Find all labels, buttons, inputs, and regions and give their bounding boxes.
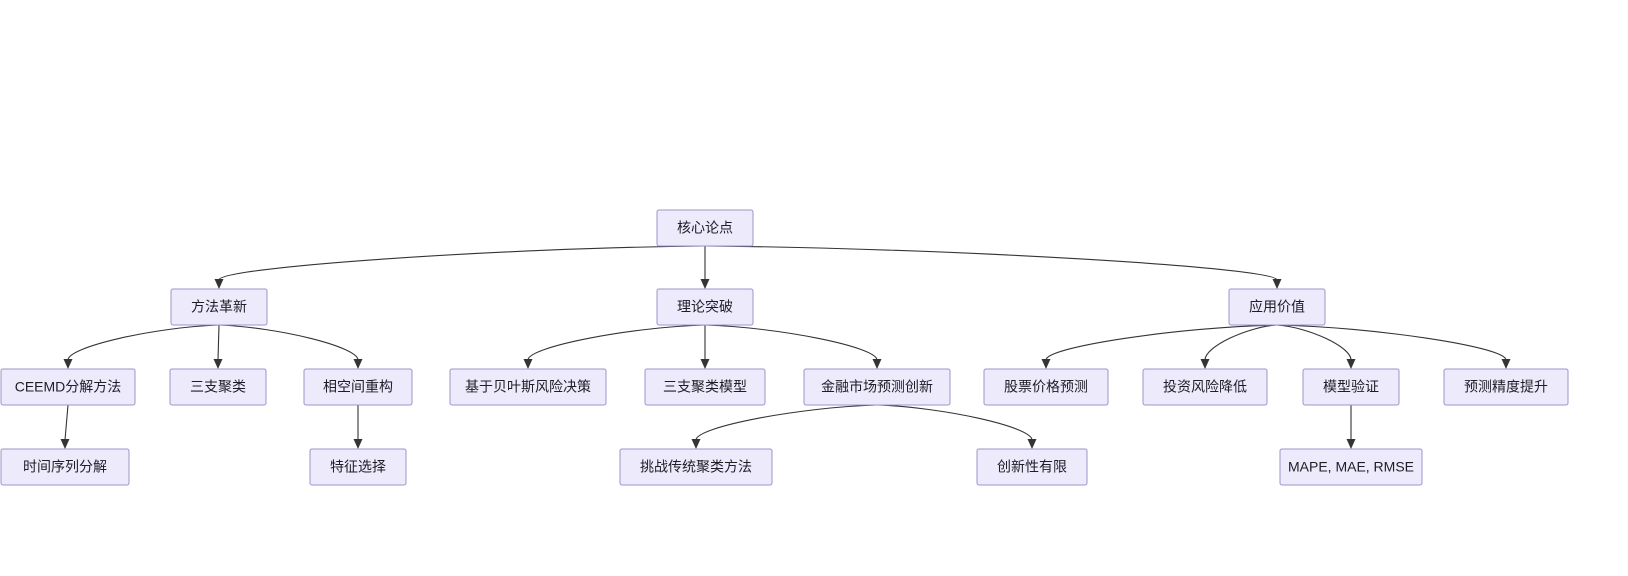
flow-node-method[interactable]: 方法革新: [170, 288, 268, 326]
node-box[interactable]: [1443, 368, 1569, 406]
node-label: 挑战传统聚类方法: [640, 459, 752, 475]
flow-node-core[interactable]: 核心论点: [656, 209, 754, 247]
node-box[interactable]: [170, 288, 268, 326]
flow-edge: [213, 324, 223, 369]
edge-arrowhead: [353, 439, 363, 449]
flow-edge: [214, 245, 706, 289]
edge-arrowhead: [1346, 359, 1356, 369]
node-label: 理论突破: [677, 299, 733, 315]
node-box[interactable]: [309, 448, 407, 486]
flow-node-threecl[interactable]: 三支聚类: [169, 368, 267, 406]
node-box[interactable]: [0, 448, 130, 486]
node-box[interactable]: [1302, 368, 1400, 406]
flow-node-bayes[interactable]: 基于贝叶斯风险决策: [449, 368, 607, 406]
edge-arrowhead: [214, 279, 224, 289]
edge-arrowhead: [1200, 359, 1210, 369]
node-label: 模型验证: [1323, 379, 1379, 395]
edge-arrowhead: [691, 439, 701, 449]
flow-edge: [218, 324, 363, 369]
flow-node-acc[interactable]: 预测精度提升: [1443, 368, 1569, 406]
flow-node-phase[interactable]: 相空间重构: [303, 368, 413, 406]
node-label: 时间序列分解: [23, 459, 107, 475]
node-label: 创新性有限: [997, 459, 1067, 475]
node-box[interactable]: [644, 368, 766, 406]
flow-node-limited[interactable]: 创新性有限: [976, 448, 1088, 486]
edge-arrowhead: [523, 359, 533, 369]
node-label: 三支聚类: [190, 379, 246, 395]
node-box[interactable]: [1142, 368, 1268, 406]
node-box[interactable]: [656, 288, 754, 326]
edge-arrowhead: [1027, 439, 1037, 449]
edge-arrowhead: [872, 359, 882, 369]
node-box[interactable]: [303, 368, 413, 406]
node-label: 金融市场预测创新: [821, 379, 933, 395]
node-box[interactable]: [1228, 288, 1326, 326]
flow-edge: [1276, 324, 1356, 369]
flow-edge: [1200, 324, 1278, 369]
flow-edge: [704, 245, 1282, 289]
edge-arrowhead: [60, 439, 70, 449]
node-box[interactable]: [169, 368, 267, 406]
flow-node-tsd[interactable]: 时间序列分解: [0, 448, 130, 486]
node-box[interactable]: [0, 368, 136, 406]
edge-arrowhead: [1041, 359, 1051, 369]
flow-edge: [1346, 405, 1356, 449]
node-box[interactable]: [619, 448, 773, 486]
flow-node-threemodel[interactable]: 三支聚类模型: [644, 368, 766, 406]
node-box[interactable]: [983, 368, 1109, 406]
node-label: 基于贝叶斯风险决策: [465, 379, 591, 395]
edge-arrowhead: [700, 279, 710, 289]
node-box[interactable]: [976, 448, 1088, 486]
flow-node-featsel[interactable]: 特征选择: [309, 448, 407, 486]
node-label: CEEMD分解方法: [15, 379, 122, 395]
edge-arrowhead: [700, 359, 710, 369]
node-label: 核心论点: [677, 220, 733, 236]
edge-arrowhead: [213, 359, 223, 369]
flow-edge: [353, 405, 363, 449]
flow-edge: [63, 324, 220, 369]
edge-arrowhead: [1272, 279, 1282, 289]
flow-edge: [876, 404, 1037, 449]
flow-node-valid[interactable]: 模型验证: [1302, 368, 1400, 406]
flow-node-stock[interactable]: 股票价格预测: [983, 368, 1109, 406]
edge-arrowhead: [353, 359, 363, 369]
flow-edge: [700, 325, 710, 369]
node-label: 预测精度提升: [1464, 379, 1548, 395]
flow-edge: [1276, 324, 1511, 369]
flow-edge: [1041, 324, 1278, 369]
flow-node-ceemd[interactable]: CEEMD分解方法: [0, 368, 136, 406]
flow-node-challenge[interactable]: 挑战传统聚类方法: [619, 448, 773, 486]
node-label: 特征选择: [330, 459, 386, 475]
flow-node-fin[interactable]: 金融市场预测创新: [803, 368, 951, 406]
node-box[interactable]: [803, 368, 951, 406]
flow-node-risk[interactable]: 投资风险降低: [1142, 368, 1268, 406]
node-box[interactable]: [656, 209, 754, 247]
node-box[interactable]: [449, 368, 607, 406]
node-label: 相空间重构: [323, 379, 393, 395]
edge-arrowhead: [63, 359, 73, 369]
node-label: 应用价值: [1249, 299, 1305, 315]
flow-node-metrics[interactable]: MAPE, MAE, RMSE: [1279, 448, 1423, 486]
flow-edge: [704, 324, 882, 369]
edges-layer: [60, 245, 1511, 449]
edge-arrowhead: [1501, 359, 1511, 369]
flow-node-apply[interactable]: 应用价值: [1228, 288, 1326, 326]
node-box[interactable]: [1279, 448, 1423, 486]
node-label: 股票价格预测: [1004, 379, 1088, 395]
node-label: 方法革新: [191, 299, 247, 315]
node-label: 三支聚类模型: [663, 379, 747, 395]
node-label: 投资风险降低: [1163, 379, 1247, 395]
flow-edge: [700, 246, 710, 289]
edge-arrowhead: [1346, 439, 1356, 449]
node-label: MAPE, MAE, RMSE: [1288, 459, 1414, 475]
flow-edge: [691, 404, 878, 449]
flow-edge: [523, 324, 706, 369]
flow-edge: [60, 404, 70, 449]
flow-node-theory[interactable]: 理论突破: [656, 288, 754, 326]
